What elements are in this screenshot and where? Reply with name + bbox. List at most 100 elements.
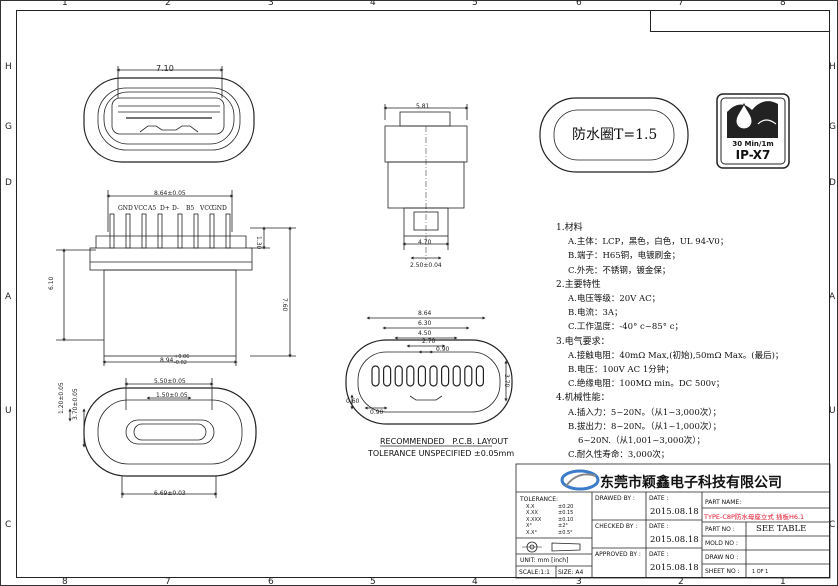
top-view-dim-width: 7.10 xyxy=(156,64,174,73)
front-view-dim-top: 8.64±0.05 xyxy=(154,190,186,197)
tolerance-key: X° xyxy=(526,523,532,530)
tolerance-key: X.X xyxy=(526,504,535,510)
spec-item: A.电压等级：20V AC； xyxy=(568,294,661,304)
company-name: 东莞市颖鑫电子科技有限公司 xyxy=(600,475,782,491)
approved-by-label: APPROVED BY : xyxy=(595,551,641,558)
ip-badge-line2: IP-X7 xyxy=(735,148,771,162)
front-view-dim-right-1: 7.60 xyxy=(281,298,288,312)
border-right-letter: D xyxy=(829,178,836,188)
date-value-2: 2015.08.18 xyxy=(650,535,699,545)
front-view-dim-left: 6.10 xyxy=(48,276,55,290)
part-name-value: TYPE-C8P防水母座立式 插板H6.1 xyxy=(704,513,805,521)
bottom-view-dim-inner: 1.50±0.05 xyxy=(156,392,188,399)
border-top-number: 1 xyxy=(62,0,68,8)
spec-item: C.外壳：不锈钢，镀金保； xyxy=(568,265,671,276)
top-view xyxy=(83,66,255,163)
pcb-pad xyxy=(394,365,403,387)
side-view-dim-bottom: 2.50±0.04 xyxy=(410,262,442,269)
pcb-pad xyxy=(475,365,484,387)
border-bottom-number: 3 xyxy=(576,577,582,586)
border-top-number: 6 xyxy=(576,0,582,8)
pcb-dim-0: 8.64 xyxy=(418,310,432,317)
checked-by-label: CHECKED BY : xyxy=(595,523,638,530)
front-view-tol-plus: +0.06 xyxy=(174,354,190,360)
drawing-frame-inner xyxy=(16,10,830,578)
terminal-pin xyxy=(225,213,231,249)
mold-no-label: MOLD NO : xyxy=(705,540,738,547)
border-top-number: 8 xyxy=(780,0,786,8)
side-view xyxy=(383,104,469,260)
side-view-dim-mid: 4.70 xyxy=(418,239,432,246)
revision-box xyxy=(650,10,830,32)
spec-item: C.工作温度：-40° c~85° c； xyxy=(568,322,683,333)
border-bottom-number: 5 xyxy=(370,577,376,586)
pcb-layout-title: RECOMMENDED P.C.B. LAYOUT xyxy=(380,437,509,446)
border-bottom-number: 2 xyxy=(678,577,684,586)
pcb-pad xyxy=(464,365,473,387)
terminal-pin xyxy=(125,213,131,249)
pcb-pad xyxy=(406,365,415,387)
tolerance-key: X.X° xyxy=(526,529,537,536)
border-right-letter: H xyxy=(829,62,836,72)
part-name-label: PART NAME: xyxy=(705,499,742,506)
border-bottom-number: 1 xyxy=(780,577,786,586)
pcb-pad xyxy=(452,365,461,387)
gasket-inner-outline xyxy=(553,109,675,161)
spec-item: 6~20N.（从1,001~3,000次）； xyxy=(578,436,705,446)
side-view-dim-top: 5.81 xyxy=(416,103,430,110)
pcb-dim-3: 2.70 xyxy=(422,338,436,345)
spec-item: B.电压：100V AC 1分钟； xyxy=(568,365,674,375)
pin-label: D- xyxy=(172,205,179,212)
spec-item: B.电流：3A； xyxy=(568,308,623,319)
border-bottom-number: 6 xyxy=(268,577,274,586)
pin-label: GND xyxy=(118,205,133,212)
spec-heading: 1.材料 xyxy=(556,223,583,233)
border-left-letter: U xyxy=(5,406,12,416)
border-top-number: 3 xyxy=(268,0,274,8)
pcb-pad xyxy=(383,365,392,387)
scale-label: SCALE:1:1 xyxy=(519,569,550,576)
pcb-dim-right: 3.70 xyxy=(503,374,510,388)
bottom-view-dim-bottom: 6.69±0.03 xyxy=(154,490,186,497)
border-right-letter: C xyxy=(829,520,836,530)
draw-no-label: DRAW NO : xyxy=(705,554,739,561)
sheet-no-label: SHEET NO : xyxy=(705,568,740,575)
pcb-pad xyxy=(429,365,438,387)
spec-item: C.绝缘电阻：100MΩ min。DC 500v； xyxy=(568,379,725,390)
pin-label: D+ xyxy=(160,205,170,212)
border-top-number: 4 xyxy=(370,0,376,8)
unit-label: UNIT: mm [inch] xyxy=(520,557,569,564)
border-left-letter: C xyxy=(5,520,12,530)
bottom-view-dim-left-1: 1.20±0.05 xyxy=(58,382,65,414)
terminal-pin xyxy=(177,213,183,249)
pin-label: VCC xyxy=(200,205,214,212)
pcb-dim-2: 4.50 xyxy=(418,330,432,337)
bottom-view xyxy=(68,378,257,498)
border-top-number: 5 xyxy=(472,0,478,8)
bottom-view-dim-left-2: 3.70±0.05 xyxy=(72,388,79,420)
tolerance-value: ±0.20 xyxy=(558,504,574,510)
date-value-1: 2015.08.18 xyxy=(650,507,699,517)
pcb-dim-1: 6.30 xyxy=(418,320,432,327)
border-top-number: 7 xyxy=(678,0,684,8)
spec-item: B.拔出力：8~20N。（从1~1,000次）； xyxy=(568,421,722,432)
tolerance-value: ±0.10 xyxy=(558,516,574,523)
front-view xyxy=(56,190,296,366)
front-view-tol-minus: -0.02 xyxy=(174,360,187,366)
terminal-pin xyxy=(209,213,215,249)
border-left-letter: H xyxy=(5,62,12,72)
gasket-outline xyxy=(539,97,689,173)
terminal-pin xyxy=(193,213,199,249)
title-block-lines xyxy=(515,463,831,579)
pcb-dim-left: 0.60 xyxy=(346,398,360,405)
ip-badge-line1: 30 Min/1m xyxy=(732,140,774,148)
date-label-3: DATE : xyxy=(649,551,669,558)
terminal-pin xyxy=(141,213,147,249)
spec-item: A.接触电阻：40mΩ Max,(初始),50mΩ Max。(最后)； xyxy=(568,350,784,361)
date-label-1: DATE : xyxy=(649,495,669,502)
part-no-value: SEE TABLE xyxy=(756,524,807,534)
spec-heading: 3.电气要求： xyxy=(556,336,610,347)
pcb-dim-4: 0.90 xyxy=(436,346,450,353)
pcb-pad xyxy=(417,365,426,387)
